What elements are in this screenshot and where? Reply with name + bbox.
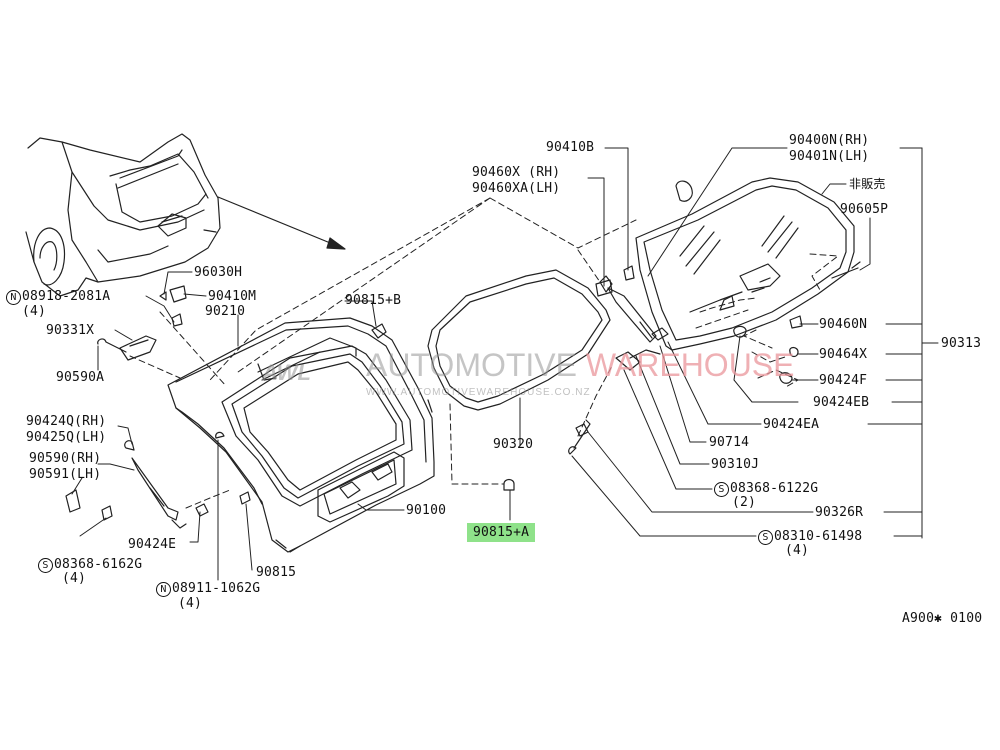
part-label-96030H[interactable]: 96030H <box>194 265 243 280</box>
watermark-brand-part-b: WAREHOUSE <box>585 347 795 383</box>
s-mark-icon: S <box>38 558 53 573</box>
car-overview-illustration <box>25 133 221 297</box>
part-label-90310J[interactable]: 90310J <box>711 457 760 472</box>
part-label-90464X[interactable]: 90464X <box>819 347 868 362</box>
part-label-90424EB[interactable]: 90424EB <box>813 395 870 410</box>
part-label-90591LH[interactable]: 90591(LH) <box>29 467 102 482</box>
n-mark-icon: N <box>156 582 171 597</box>
part-qty-08368-6122G: (2) <box>732 495 757 510</box>
s-mark-icon: S <box>714 482 729 497</box>
part-label-90424EA[interactable]: 90424EA <box>763 417 820 432</box>
dashed-relation-lines <box>129 197 839 509</box>
part-label-90714[interactable]: 90714 <box>709 435 750 450</box>
part-label-90313[interactable]: 90313 <box>941 336 982 351</box>
watermark-logo: AWL <box>262 360 311 385</box>
small-fasteners <box>195 315 803 517</box>
part-label-90326R[interactable]: 90326R <box>815 505 864 520</box>
part-label-90590RH[interactable]: 90590(RH) <box>29 451 102 466</box>
part-label-90460X[interactable]: 90460X (RH) <box>472 165 561 180</box>
part-number-text: 08918-2081A <box>22 289 111 304</box>
part-label-90210[interactable]: 90210 <box>205 304 246 319</box>
part-label-90425Q[interactable]: 90425Q(LH) <box>26 430 107 445</box>
part-label-90410B[interactable]: 90410B <box>546 140 595 155</box>
s-mark-icon: S <box>758 530 773 545</box>
part-qty-08368-6162G: (4) <box>62 571 87 586</box>
back-door-illustration <box>167 317 435 553</box>
part-label-90424Q[interactable]: 90424Q(RH) <box>26 414 107 429</box>
weatherstrip-illustration <box>427 269 611 411</box>
diagram-code: A900✱ 0100 <box>902 611 983 626</box>
part-number-text: 08368-6122G <box>730 481 819 496</box>
part-label-90320[interactable]: 90320 <box>493 437 534 452</box>
part-label-90100[interactable]: 90100 <box>406 503 447 518</box>
direction-arrow <box>217 196 346 250</box>
part-label-90815B[interactable]: 90815+B <box>345 293 402 308</box>
part-label-90331X[interactable]: 90331X <box>46 323 95 338</box>
part-label-90410M[interactable]: 90410M <box>208 289 257 304</box>
part-number-text: 08368-6162G <box>54 557 143 572</box>
rear-glass-illustration <box>635 177 861 351</box>
part-label-90815A-highlighted[interactable]: 90815+A <box>467 523 536 542</box>
hinge-details <box>65 265 669 521</box>
part-qty-08918: (4) <box>22 304 47 319</box>
part-label-not-sold: 非販売 <box>849 177 886 191</box>
watermark-brand: AUTOMOTIVE WAREHOUSE <box>366 349 794 381</box>
part-label-90424E[interactable]: 90424E <box>128 537 177 552</box>
part-qty-08310: (4) <box>785 543 810 558</box>
part-number-text: 08310-61498 <box>774 529 863 544</box>
part-label-90815[interactable]: 90815 <box>256 565 297 580</box>
part-label-90460N[interactable]: 90460N <box>819 317 868 332</box>
watermark-brand-part-a: AUTOMOTIVE <box>366 347 586 383</box>
part-qty-08911: (4) <box>178 596 203 611</box>
part-label-90460XA[interactable]: 90460XA(LH) <box>472 181 561 196</box>
gas-strut-left <box>124 440 187 529</box>
part-label-90401N[interactable]: 90401N(LH) <box>789 149 870 164</box>
part-number-text: 08911-1062G <box>172 581 261 596</box>
part-label-90605P[interactable]: 90605P <box>840 202 889 217</box>
part-label-90400N[interactable]: 90400N(RH) <box>789 133 870 148</box>
part-label-90424F[interactable]: 90424F <box>819 373 868 388</box>
part-label-90590A[interactable]: 90590A <box>56 370 105 385</box>
n-mark-icon: N <box>6 290 21 305</box>
leader-lines <box>71 147 939 581</box>
watermark-url: WWW.AUTOMOTIVEWAREHOUSE.CO.NZ <box>366 387 591 398</box>
